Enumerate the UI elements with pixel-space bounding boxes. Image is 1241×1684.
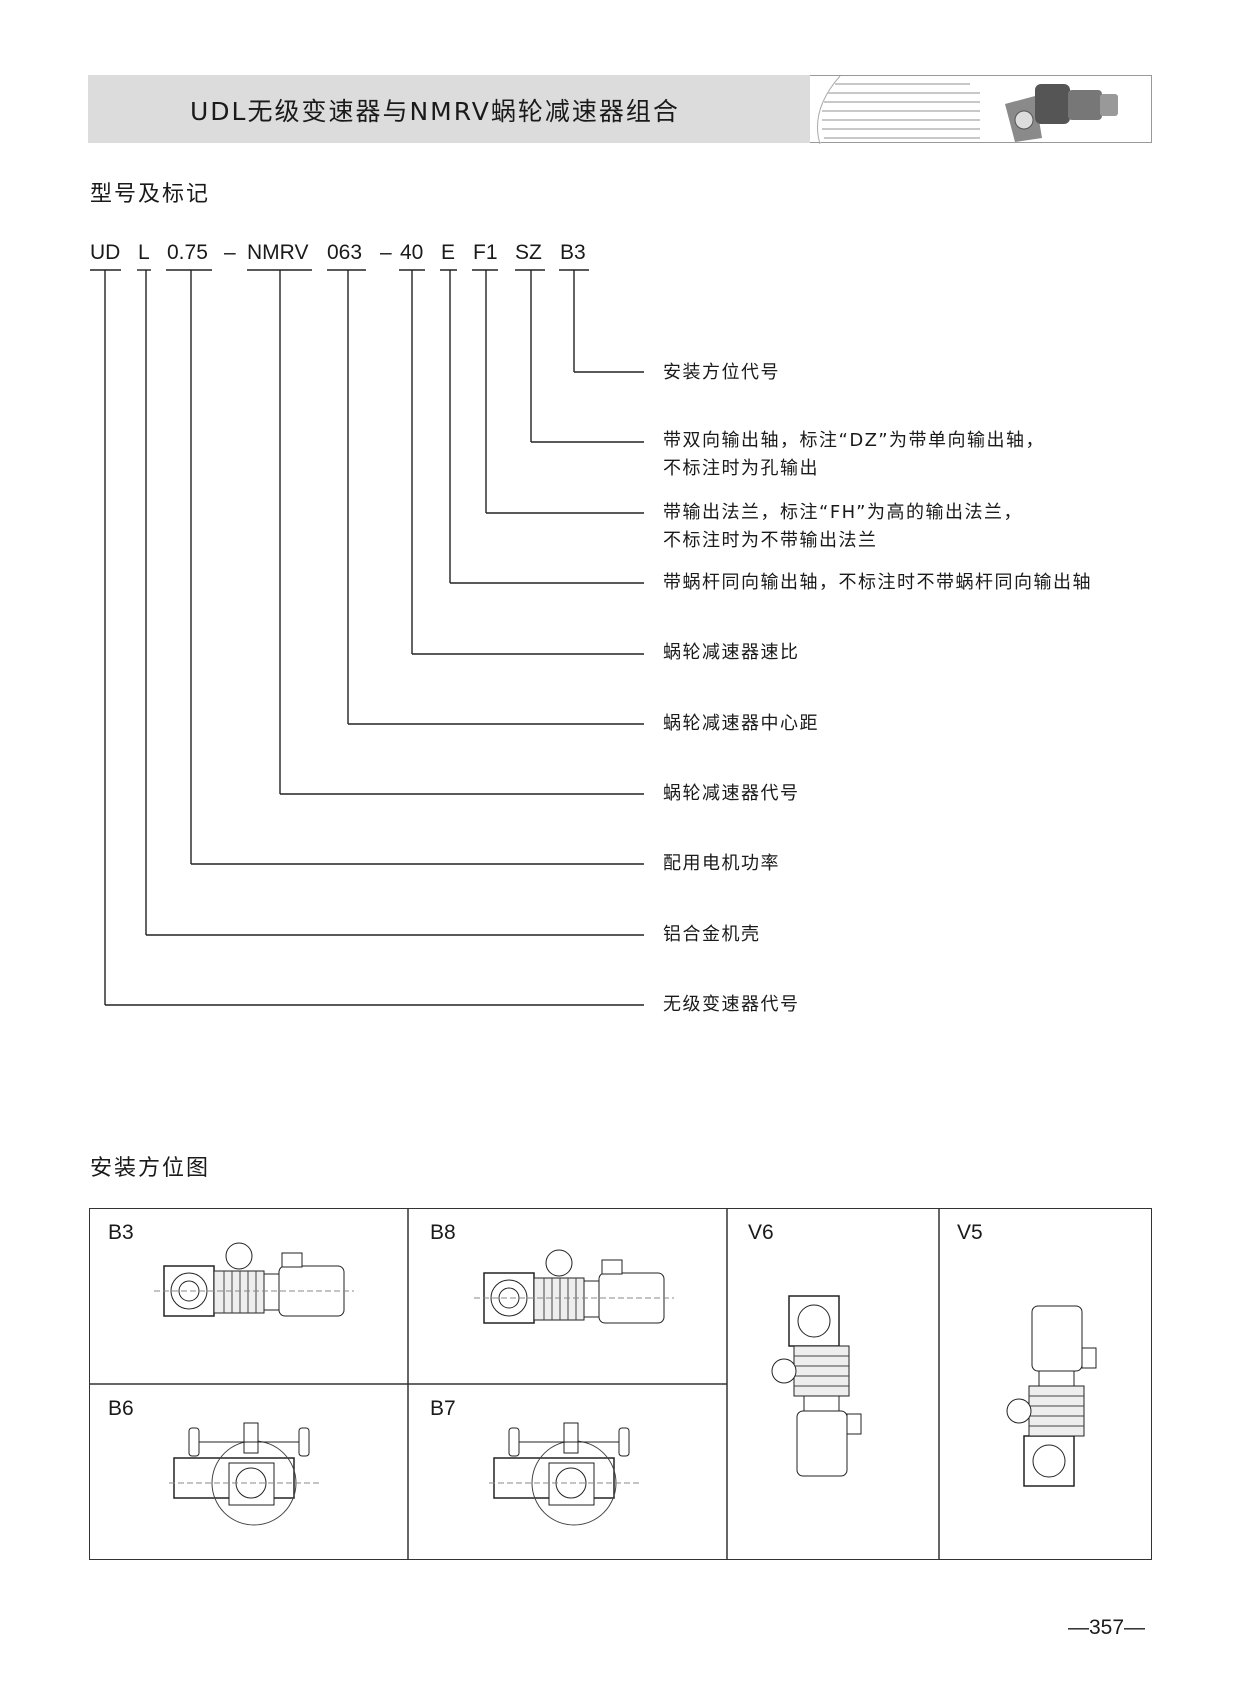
code-part-sz: SZ [515, 241, 542, 264]
position-label-b3: B3 [108, 1221, 134, 1244]
page-title: UDL无级变速器与NMRV蜗轮减速器组合 [190, 97, 680, 126]
b8-drawing-icon [472, 1248, 675, 1324]
code-part-e: E [441, 241, 456, 264]
desc-power: 配用电机功率 [663, 853, 780, 874]
desc-ratio: 蜗轮减速器速比 [663, 642, 800, 663]
code-part-ratio: 40 [400, 241, 424, 264]
code-part-center-distance: 063 [327, 241, 363, 264]
code-part-dash: – [380, 241, 392, 264]
desc-sz: 带双向输出轴，标注“DZ”为带单向输出轴，不标注时为孔输出 [663, 430, 1046, 479]
code-part-ud: UD [90, 241, 121, 264]
gear-motor-photo-icon [817, 75, 1118, 145]
position-label-v6: V6 [748, 1221, 774, 1244]
desc-ud: 无级变速器代号 [663, 994, 800, 1015]
desc-e: 带蜗杆同向输出轴，不标注时不带蜗杆同向输出轴 [663, 572, 1092, 593]
leader-lines [90, 269, 644, 1006]
desc-center-distance: 蜗轮减速器中心距 [663, 713, 819, 734]
section-heading-model: 型号及标记 [90, 182, 211, 207]
mounting-positions-table: B3 B8 V6 V5 B6 B7 [88, 1207, 1152, 1560]
code-part-b3: B3 [560, 241, 586, 264]
code-part-f1: F1 [473, 241, 498, 264]
desc-b3: 安装方位代号 [663, 362, 780, 383]
page-number: —357— [1068, 1616, 1146, 1639]
code-part-power: 0.75 [167, 241, 208, 264]
code-part-l: L [138, 241, 150, 264]
v6-drawing-icon [770, 1294, 862, 1477]
position-label-b6: B6 [108, 1397, 134, 1420]
code-part-nmrv: NMRV [247, 241, 309, 264]
b7-drawing-icon [487, 1421, 640, 1526]
desc-housing: 铝合金机壳 [663, 924, 761, 945]
desc-nmrv: 蜗轮减速器代号 [663, 783, 800, 804]
b6-drawing-icon [167, 1421, 320, 1526]
header-product-photo-panel [810, 75, 1152, 145]
table-grid [88, 1207, 1097, 1560]
section-heading-mounting: 安装方位图 [90, 1156, 211, 1181]
position-label-b7: B7 [430, 1397, 456, 1420]
position-label-b8: B8 [430, 1221, 456, 1244]
b3-drawing-icon [152, 1241, 355, 1317]
desc-f1: 带输出法兰，标注“FH”为高的输出法兰，不标注时为不带输出法兰 [663, 502, 1023, 551]
code-part-dash: – [224, 241, 236, 264]
position-label-v5: V5 [957, 1221, 983, 1244]
v5-drawing-icon [1005, 1304, 1097, 1487]
